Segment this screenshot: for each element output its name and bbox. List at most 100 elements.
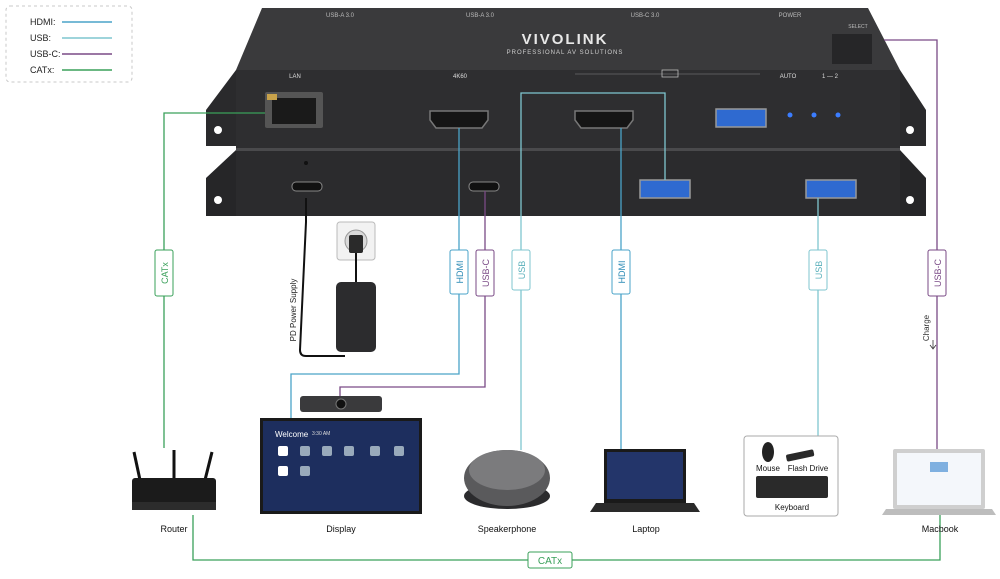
tag-usb-peripherals-text: USB [814,261,824,280]
indicator-dot [304,161,308,165]
lan-port-inner [272,98,316,124]
cable-tags: CATx HDMI USB-C USB HDMI USB USB-C Charg… [154,249,947,569]
app-icon [278,446,288,456]
app-icon [394,446,404,456]
tag-hdmi-laptop-text: HDMI [617,261,627,284]
power-brick [336,282,376,352]
tag-usbc-macbook [927,249,947,297]
back-label-usb-a-2: USB-A 3.0 [466,13,495,19]
macbook-label: Macbook [922,524,959,534]
laptop-display [607,452,683,499]
usbc-cable-macbook [884,39,938,450]
device-top-front [236,70,900,150]
port-label-auto: AUTO [780,74,797,80]
tag-usb-speaker [511,249,531,291]
flash-drive-icon [786,449,815,462]
usb-a-port-speaker[interactable] [639,179,691,199]
usb-c-power-port[interactable] [291,181,323,192]
hdmi-port-2[interactable] [574,110,634,129]
back-label-power: POWER [779,13,802,19]
app-icon [278,466,288,476]
speakerphone: Speakerphone [464,450,550,534]
legend-hdmi-label: HDMI: [30,17,56,27]
status-led-icon [787,112,793,118]
brand-logo: VIVOLINK [522,31,609,48]
charge-label: Charge [922,314,931,341]
usb-c-port-display[interactable] [468,181,500,192]
device-bottom-front [236,150,900,216]
macbook-display [897,453,981,505]
tag-usbc-macbook-text: USB-C [933,259,943,288]
mount-ear-top-right [900,70,926,146]
legend-catx-label: CATx: [30,65,54,75]
app-icon [344,446,354,456]
tag-usbc-display [475,249,495,297]
display-screen [263,421,419,511]
mount-hole-icon [214,126,222,134]
plug [349,235,363,253]
tag-usb-peripherals [808,249,828,291]
peripherals: Mouse Flash Drive Keyboard [743,435,839,517]
mouse-label: Mouse [756,464,781,473]
pd-power-label: PD Power Supply [289,279,298,342]
router-antenna [203,451,214,481]
flash-drive-label: Flash Drive [788,464,829,473]
back-label-usb-c: USB-C 3.0 [631,13,660,19]
router-front [132,502,216,510]
mount-hole-icon [906,126,914,134]
router: Router [132,450,216,534]
speakerphone-label: Speakerphone [478,524,537,534]
macbook-base [882,509,996,515]
charge-arrow-icon [929,340,937,350]
mount-ear-top-left [206,70,236,146]
tag-hdmi-laptop [611,249,631,295]
display-label: Display [326,524,356,534]
keyboard-label: Keyboard [775,503,809,512]
router-label: Router [160,524,187,534]
device-top-back [236,8,900,70]
status-led-icon [835,112,841,118]
legend-usbc-label: USB-C: [30,49,61,59]
tag-catx-bottom-text: CATx [538,556,562,567]
app-icon [370,446,380,456]
display-icon [661,69,679,78]
back-label-usb-a-1: USB-A 3.0 [326,13,355,19]
catx-cable-router [163,112,265,448]
usb-a-port-top[interactable] [715,108,767,128]
hdmi-port-4k60[interactable] [429,110,489,129]
speaker-top [469,450,545,490]
tag-catx-left [154,249,174,297]
back-panel-ports [832,34,872,64]
macbook: Macbook [882,449,996,534]
power-adapter [336,221,376,352]
tag-hdmi-display [449,249,469,295]
mount-hole-icon [214,196,222,204]
usb-a-port-peripherals[interactable] [805,179,857,199]
mount-hole-icon [906,196,914,204]
port-label-4k60: 4K60 [453,74,468,80]
laptop-base [590,503,700,512]
tag-hdmi-display-text: HDMI [455,261,465,284]
laptop-label: Laptop [632,524,660,534]
tag-catx-bottom [527,551,573,569]
vivolink-device: VIVOLINK PROFESSIONAL AV SOLUTIONS USB-A… [206,8,926,216]
macbook-chart [930,462,948,472]
lan-port-indicator [267,94,277,100]
screen-welcome: Welcome [275,430,309,439]
legend: HDMI: USB: USB-C: CATx: [5,5,133,83]
app-icon [322,446,332,456]
app-icon [300,446,310,456]
brand-tagline: PROFESSIONAL AV SOLUTIONS [507,50,624,56]
port-label-select: 1 — 2 [822,74,839,80]
screen-time: 3:30 AM [312,431,330,437]
tag-catx-left-text: CATx [160,262,170,284]
tag-usbc-display-text: USB-C [481,259,491,288]
mount-ear-bottom-right [900,150,926,216]
display: Welcome 3:30 AM Display [260,396,422,534]
keyboard-icon [756,476,828,498]
router-antenna [132,451,142,481]
mount-ear-bottom-left [206,150,236,216]
laptop: Laptop [590,449,700,534]
port-label-lan: LAN [289,74,301,80]
